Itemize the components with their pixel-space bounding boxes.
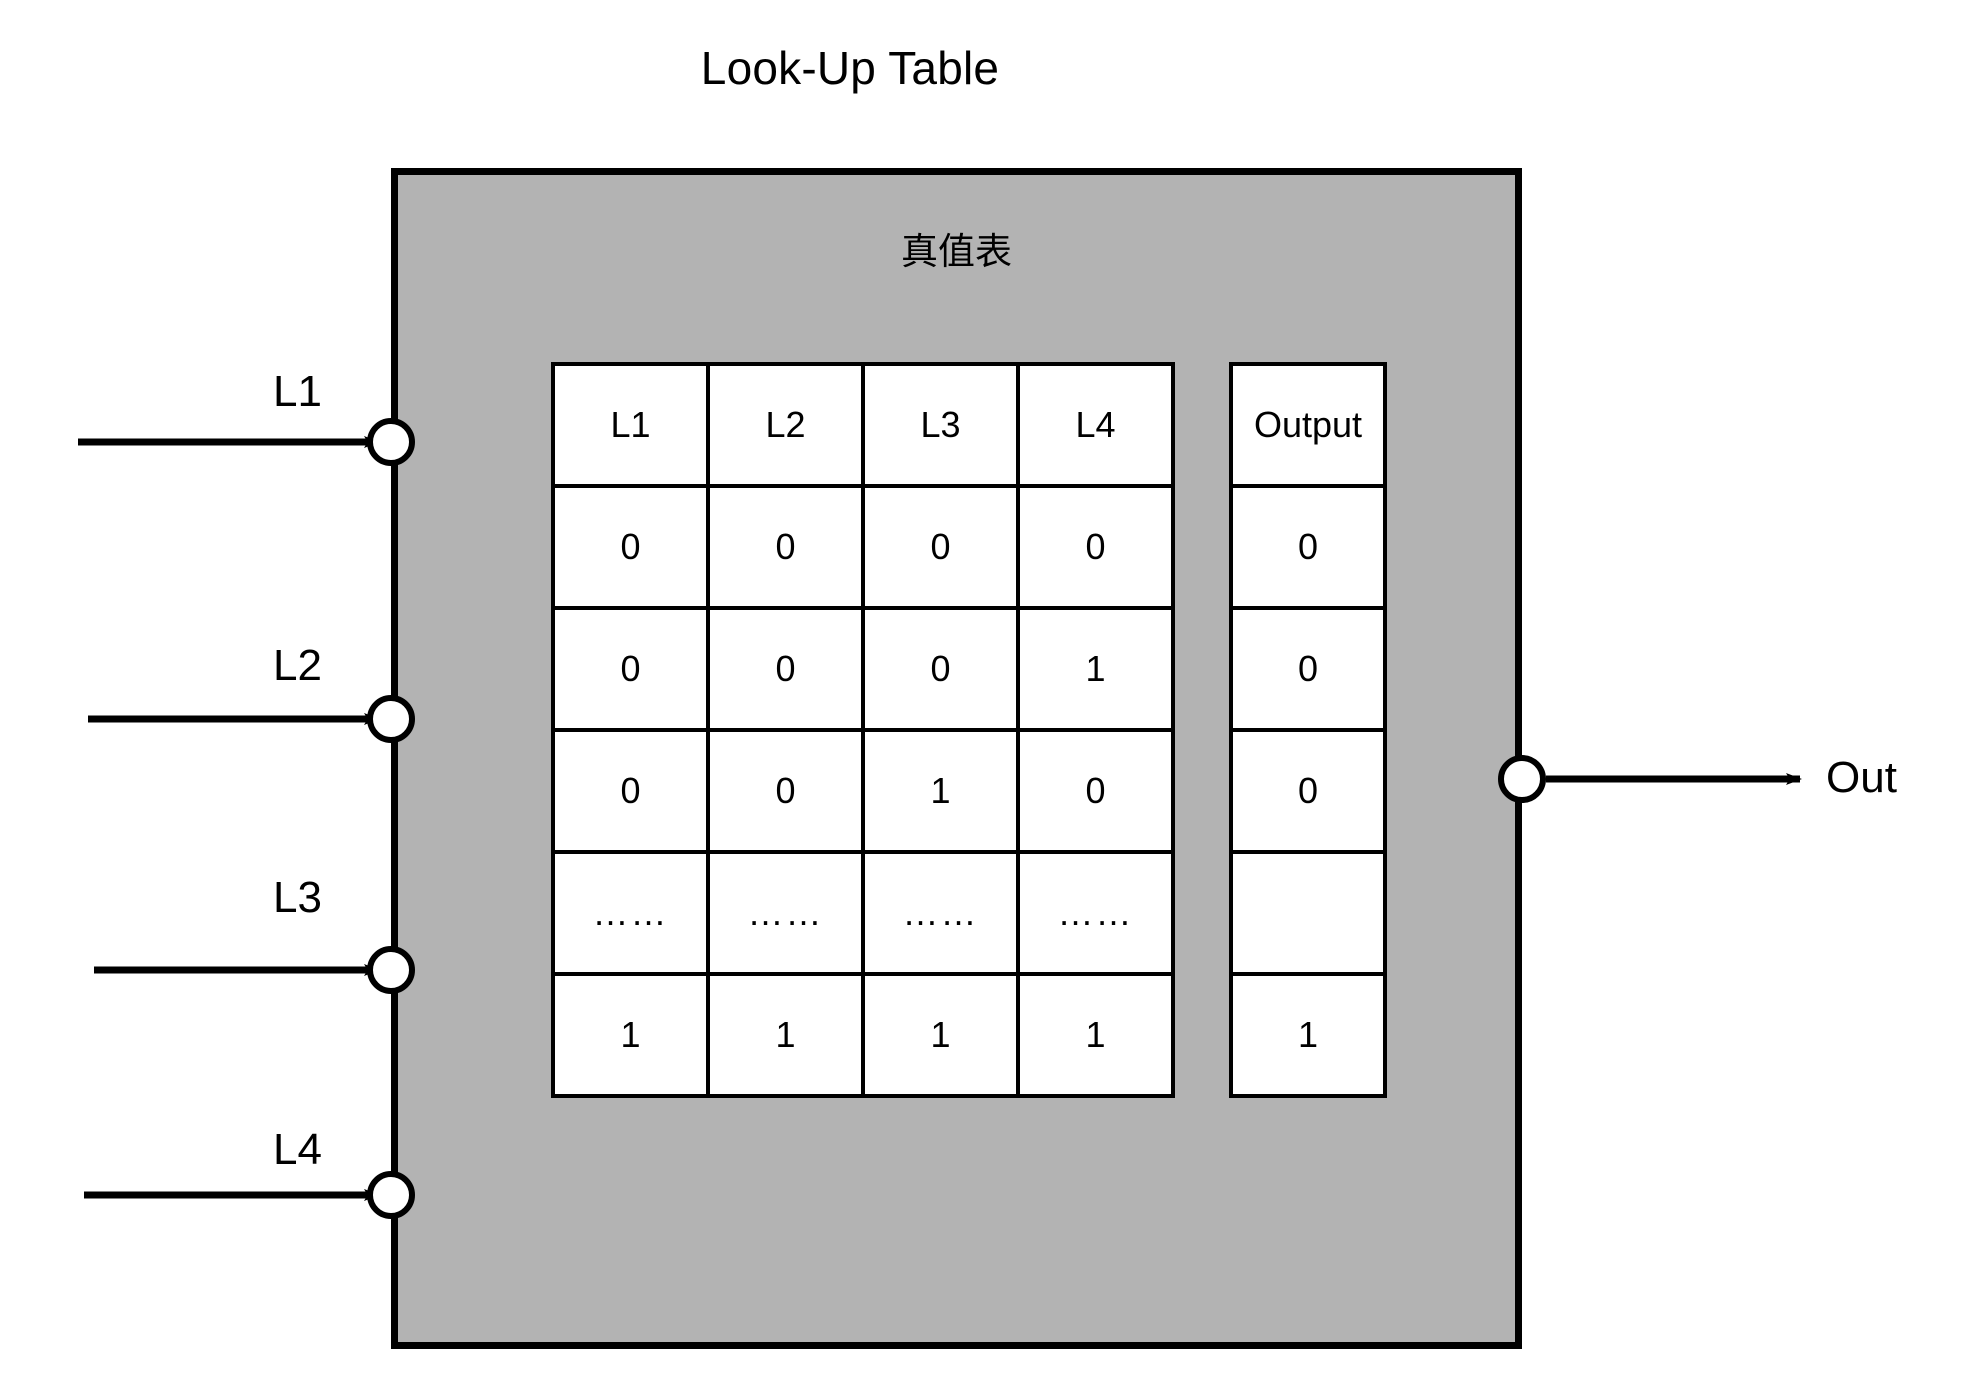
page-title: Look-Up Table bbox=[700, 42, 1000, 94]
table-row: 0 0 0 0 bbox=[551, 484, 1175, 610]
table-cell: 0 bbox=[1016, 484, 1175, 610]
truth-table-inputs: L1 L2 L3 L4 0 0 0 0 0 0 0 1 bbox=[551, 362, 1175, 1098]
table-cell: …… bbox=[706, 850, 865, 976]
table-cell: 1 bbox=[861, 728, 1020, 854]
lut-subtitle: 真值表 bbox=[901, 231, 1012, 272]
table-row: 0 0 1 0 bbox=[551, 728, 1175, 854]
table-cell: 0 bbox=[551, 606, 710, 732]
input-port-l1[interactable] bbox=[367, 418, 415, 466]
table-cell: 0 bbox=[861, 606, 1020, 732]
table-cell: 0 bbox=[551, 484, 710, 610]
table-cell: 0 bbox=[1016, 728, 1175, 854]
input-label-l4: L4 bbox=[273, 1125, 322, 1174]
column-header-l3: L3 bbox=[861, 362, 1020, 488]
input-label-l3: L3 bbox=[273, 873, 322, 922]
input-label-l1: L1 bbox=[273, 367, 322, 416]
output-label: Out bbox=[1826, 753, 1897, 802]
column-header-l1: L1 bbox=[551, 362, 710, 488]
output-port[interactable] bbox=[1498, 755, 1546, 803]
table-cell: …… bbox=[1016, 850, 1175, 976]
table-cell: 1 bbox=[1229, 972, 1387, 1098]
table-cell bbox=[1229, 850, 1387, 976]
table-row: 0 bbox=[1229, 484, 1387, 610]
table-header-row: L1 L2 L3 L4 bbox=[551, 362, 1175, 488]
truth-table-output: Output 0 0 0 1 bbox=[1229, 362, 1387, 1098]
table-cell: 0 bbox=[861, 484, 1020, 610]
table-cell: 0 bbox=[1229, 484, 1387, 610]
input-port-l2[interactable] bbox=[367, 695, 415, 743]
table-cell: …… bbox=[861, 850, 1020, 976]
table-cell: 1 bbox=[706, 972, 865, 1098]
table-cell: 0 bbox=[706, 484, 865, 610]
table-cell: 0 bbox=[1229, 606, 1387, 732]
table-cell: 1 bbox=[861, 972, 1020, 1098]
input-port-l4[interactable] bbox=[367, 1171, 415, 1219]
column-header-l2: L2 bbox=[706, 362, 865, 488]
input-port-l3[interactable] bbox=[367, 946, 415, 994]
column-header-l4: L4 bbox=[1016, 362, 1175, 488]
table-cell: 0 bbox=[706, 606, 865, 732]
truth-table: L1 L2 L3 L4 0 0 0 0 0 0 0 1 bbox=[551, 362, 1387, 1098]
table-cell: …… bbox=[551, 850, 710, 976]
table-header-row: Output bbox=[1229, 362, 1387, 488]
table-row-ellipsis: …… …… …… …… bbox=[551, 850, 1175, 976]
table-cell: 1 bbox=[551, 972, 710, 1098]
table-row: 0 bbox=[1229, 606, 1387, 732]
table-row: 1 bbox=[1229, 972, 1387, 1098]
input-label-l2: L2 bbox=[273, 641, 322, 690]
table-cell: 0 bbox=[551, 728, 710, 854]
table-cell: 0 bbox=[706, 728, 865, 854]
table-row: 0 0 0 1 bbox=[551, 606, 1175, 732]
table-row: 1 1 1 1 bbox=[551, 972, 1175, 1098]
table-row-ellipsis bbox=[1229, 850, 1387, 976]
table-cell: 1 bbox=[1016, 606, 1175, 732]
table-row: 0 bbox=[1229, 728, 1387, 854]
column-header-output: Output bbox=[1229, 362, 1387, 488]
table-cell: 0 bbox=[1229, 728, 1387, 854]
table-cell: 1 bbox=[1016, 972, 1175, 1098]
